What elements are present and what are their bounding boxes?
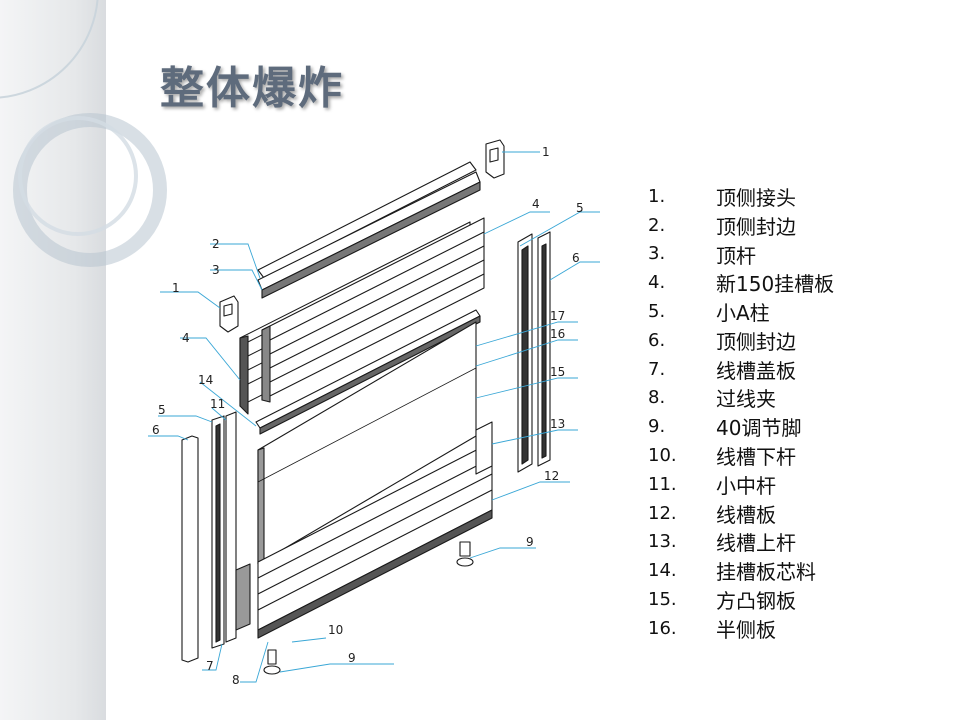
legend-item: 8. 过线夹 (648, 384, 834, 413)
parts-legend: 1. 顶侧接头 2. 顶侧封边 3. 顶杆 4. 新150挂槽板 5. 小A柱 6. 顶侧封… (648, 182, 834, 643)
legend-number: 12. (648, 502, 677, 524)
callout-label: 5 (158, 403, 166, 417)
legend-item: 2. 顶侧封边 (648, 211, 834, 240)
cable-trough-part (235, 421, 493, 639)
legend-number: 14. (648, 560, 677, 582)
legend-label: 40调节脚 (716, 416, 802, 441)
legend-label: 线槽盖板 (716, 358, 796, 383)
callout-label: 5 (576, 201, 584, 215)
callout-label: 7 (206, 659, 214, 673)
legend-label: 顶侧封边 (716, 329, 796, 354)
adjusting-foot-part (263, 541, 474, 675)
legend-item: 1. 顶侧接头 (648, 182, 834, 211)
legend-item: 14. 挂槽板芯料 (648, 556, 834, 585)
legend-label: 顶杆 (716, 243, 756, 268)
callout-label: 6 (152, 423, 160, 437)
legend-number: 4. (648, 272, 666, 294)
callout-numbers: 1 2 3 1 4 4 5 6 14 5 11 6 17 16 15 13 12… (152, 145, 584, 687)
callout-label: 6 (572, 251, 580, 265)
side-connector-part (219, 295, 239, 333)
legend-item: 9. 40调节脚 (648, 412, 834, 441)
legend-label: 过线夹 (716, 387, 776, 412)
legend-item: 5. 小A柱 (648, 297, 834, 326)
legend-number: 8. (648, 387, 666, 409)
callout-label: 11 (210, 397, 225, 411)
callout-label: 4 (532, 197, 540, 211)
legend-label: 顶侧封边 (716, 214, 796, 239)
right-column-part (517, 231, 551, 473)
legend-item: 11. 小中杆 (648, 470, 834, 499)
legend-number: 6. (648, 329, 666, 351)
legend-number: 13. (648, 531, 677, 553)
callout-label: 9 (526, 535, 534, 549)
legend-item: 16. 半侧板 (648, 614, 834, 643)
legend-label: 方凸钢板 (716, 589, 796, 614)
legend-label: 线槽上杆 (716, 531, 796, 556)
top-connector-part (485, 139, 505, 179)
legend-number: 15. (648, 589, 677, 611)
exploded-view-diagram: 1 2 3 1 4 4 5 6 14 5 11 6 17 16 15 13 12… (148, 139, 600, 687)
legend-number: 10. (648, 445, 677, 467)
legend-number: 16. (648, 617, 677, 639)
legend-label: 顶侧接头 (716, 185, 796, 210)
callout-label: 16 (550, 327, 565, 341)
side-edge-part (181, 435, 199, 663)
legend-item: 10. 线槽下杆 (648, 441, 834, 470)
legend-label: 线槽下杆 (716, 445, 796, 470)
legend-number: 7. (648, 358, 666, 380)
legend-item: 13. 线槽上杆 (648, 528, 834, 557)
callout-label: 1 (542, 145, 550, 159)
legend-number: 5. (648, 301, 666, 323)
legend-label: 线槽板 (716, 502, 776, 527)
legend-label: 挂槽板芯料 (716, 560, 816, 585)
legend-item: 7. 线槽盖板 (648, 355, 834, 384)
legend-item: 15. 方凸钢板 (648, 585, 834, 614)
legend-item: 4. 新150挂槽板 (648, 268, 834, 297)
board-core-part (255, 309, 481, 435)
callout-label: 14 (198, 373, 213, 387)
legend-label: 小A柱 (716, 301, 770, 326)
callout-label: 8 (232, 673, 240, 687)
legend-number: 11. (648, 473, 677, 495)
top-bar-part (257, 161, 481, 299)
callout-label: 12 (544, 469, 559, 483)
callout-label: 3 (212, 263, 220, 277)
legend-label: 新150挂槽板 (716, 272, 835, 297)
callout-label: 9 (348, 651, 356, 665)
legend-number: 2. (648, 214, 666, 236)
legend-number: 3. (648, 243, 666, 265)
legend-label: 小中杆 (716, 473, 776, 498)
legend-label: 半侧板 (716, 617, 776, 642)
legend-item: 6. 顶侧封边 (648, 326, 834, 355)
callout-label: 10 (328, 623, 343, 637)
legend-item: 3. 顶杆 (648, 240, 834, 269)
slide-title: 整体爆炸 (160, 63, 344, 114)
legend-item: 12. 线槽板 (648, 499, 834, 528)
callout-label: 15 (550, 365, 565, 379)
callout-leaders (148, 151, 600, 683)
callout-label: 17 (550, 309, 565, 323)
slotted-board-part (239, 217, 485, 415)
legend-number: 9. (648, 416, 666, 438)
left-column-part (211, 411, 237, 649)
callout-label: 13 (550, 417, 565, 431)
callout-label: 1 (172, 281, 180, 295)
callout-label: 2 (212, 237, 220, 251)
legend-number: 1. (648, 185, 666, 207)
callout-label: 4 (182, 331, 190, 345)
